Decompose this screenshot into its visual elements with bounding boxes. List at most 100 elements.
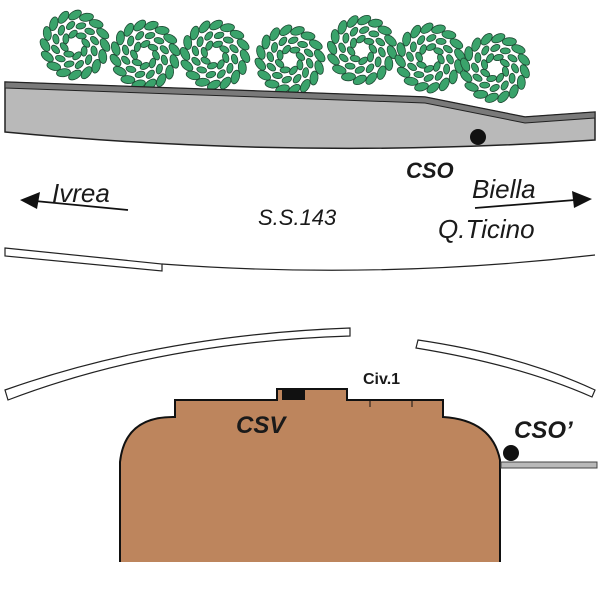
leaf xyxy=(449,38,464,50)
leaf xyxy=(344,62,356,70)
leaf xyxy=(122,44,130,56)
leaf xyxy=(296,59,304,71)
right-arc xyxy=(415,339,596,398)
leaf xyxy=(163,33,178,44)
leaf xyxy=(121,55,131,65)
leaf xyxy=(367,51,375,63)
pipe-line xyxy=(500,461,598,469)
biella-arrowhead-icon xyxy=(572,191,592,208)
leaf xyxy=(384,34,397,47)
tree-icon xyxy=(254,24,326,96)
leaf xyxy=(145,69,155,79)
leaf xyxy=(134,70,146,78)
leaf xyxy=(98,49,108,64)
leaf xyxy=(327,53,340,66)
leaf xyxy=(479,81,491,89)
leaf xyxy=(279,66,291,74)
leaf xyxy=(209,19,223,31)
leaf xyxy=(332,64,347,75)
leaf xyxy=(148,57,157,69)
building xyxy=(119,388,501,562)
leaf xyxy=(426,82,440,94)
leaf xyxy=(42,26,52,41)
leaf xyxy=(62,33,70,45)
leaf xyxy=(303,48,314,58)
leaf xyxy=(396,66,411,78)
leaf xyxy=(63,50,75,58)
leaf xyxy=(155,63,163,75)
tree-icon xyxy=(394,22,466,94)
leaf xyxy=(302,67,309,78)
leaf xyxy=(279,24,293,37)
leaf xyxy=(374,56,382,68)
leaf xyxy=(471,62,479,73)
verge-top-strip xyxy=(4,81,596,124)
leaf xyxy=(91,58,101,74)
leaf xyxy=(416,61,427,69)
leaf xyxy=(464,46,474,61)
leaf xyxy=(269,27,280,42)
leaf xyxy=(219,45,230,54)
leaf xyxy=(256,45,266,60)
leaf xyxy=(472,73,483,82)
tree-icon xyxy=(39,9,111,81)
leaf xyxy=(74,60,84,69)
leaf xyxy=(68,69,82,81)
leaf xyxy=(497,90,510,103)
leaf xyxy=(394,54,406,68)
leaf xyxy=(131,58,143,67)
leaf xyxy=(266,51,275,62)
leaf xyxy=(196,66,208,74)
leaf xyxy=(200,47,208,58)
leaf xyxy=(49,16,59,32)
leaf xyxy=(127,35,135,47)
leaf xyxy=(410,24,422,39)
leaf xyxy=(68,9,82,21)
leaf xyxy=(88,19,104,29)
leaf xyxy=(290,26,305,36)
leaf xyxy=(363,37,375,45)
leaf xyxy=(502,37,517,47)
leaf xyxy=(337,20,348,35)
leaf xyxy=(59,42,69,52)
leaf xyxy=(396,42,406,57)
leaf xyxy=(489,84,500,92)
leaf xyxy=(484,92,499,103)
ivrea-arrowhead-icon xyxy=(20,192,40,209)
leaf xyxy=(376,65,387,80)
csv-marker xyxy=(282,390,305,400)
leaf xyxy=(66,21,76,30)
leaf xyxy=(330,29,340,44)
leaf xyxy=(443,63,451,75)
leaf xyxy=(236,38,250,51)
biella-label: Biella xyxy=(472,174,536,204)
leaf xyxy=(264,79,280,89)
leaf xyxy=(79,12,94,22)
leaf xyxy=(365,72,378,85)
left-arc xyxy=(4,327,351,401)
leaf xyxy=(338,53,349,63)
leaf xyxy=(135,31,145,41)
leaf xyxy=(154,25,170,35)
leaf xyxy=(271,42,278,53)
leaf xyxy=(300,31,316,41)
leaf xyxy=(109,53,122,67)
leaf xyxy=(254,57,267,71)
leaf xyxy=(205,40,214,51)
leaf xyxy=(153,37,165,45)
leaf xyxy=(183,35,193,50)
leaf xyxy=(185,70,201,81)
leaf xyxy=(168,43,181,57)
leaf xyxy=(313,49,326,63)
leaf xyxy=(207,79,221,91)
leaf xyxy=(438,77,450,92)
leaf xyxy=(354,66,365,74)
leaf xyxy=(147,43,159,52)
leaf xyxy=(219,76,232,90)
leaf xyxy=(441,30,457,40)
leaf xyxy=(239,49,251,63)
leaf xyxy=(511,63,519,74)
leaf xyxy=(115,30,125,46)
leaf xyxy=(80,66,93,80)
leaf xyxy=(486,74,497,83)
